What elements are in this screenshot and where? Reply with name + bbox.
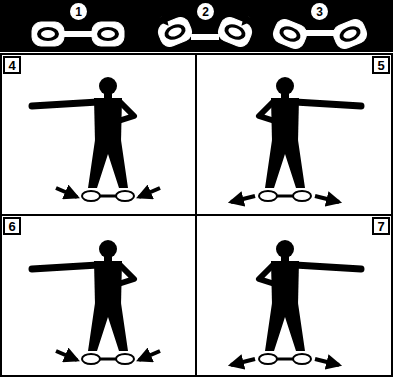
rider-figure (32, 240, 160, 364)
callout-number: 2 (197, 3, 214, 20)
rider-figure (32, 77, 160, 201)
board-level (32, 22, 124, 46)
panel-grid (1, 54, 392, 376)
callout-number: 6 (3, 217, 21, 235)
callout-number: 5 (372, 56, 390, 74)
callout-number: 1 (70, 3, 87, 20)
rider-figure (231, 77, 361, 202)
panel-divider (1, 214, 392, 216)
top-band (0, 0, 393, 52)
rider-figure (231, 240, 361, 365)
board-tilt-in (156, 15, 255, 49)
callout-number: 7 (372, 217, 390, 235)
callout-number: 3 (311, 3, 328, 20)
board-tilt-out (271, 17, 370, 51)
callout-number: 4 (3, 56, 21, 74)
